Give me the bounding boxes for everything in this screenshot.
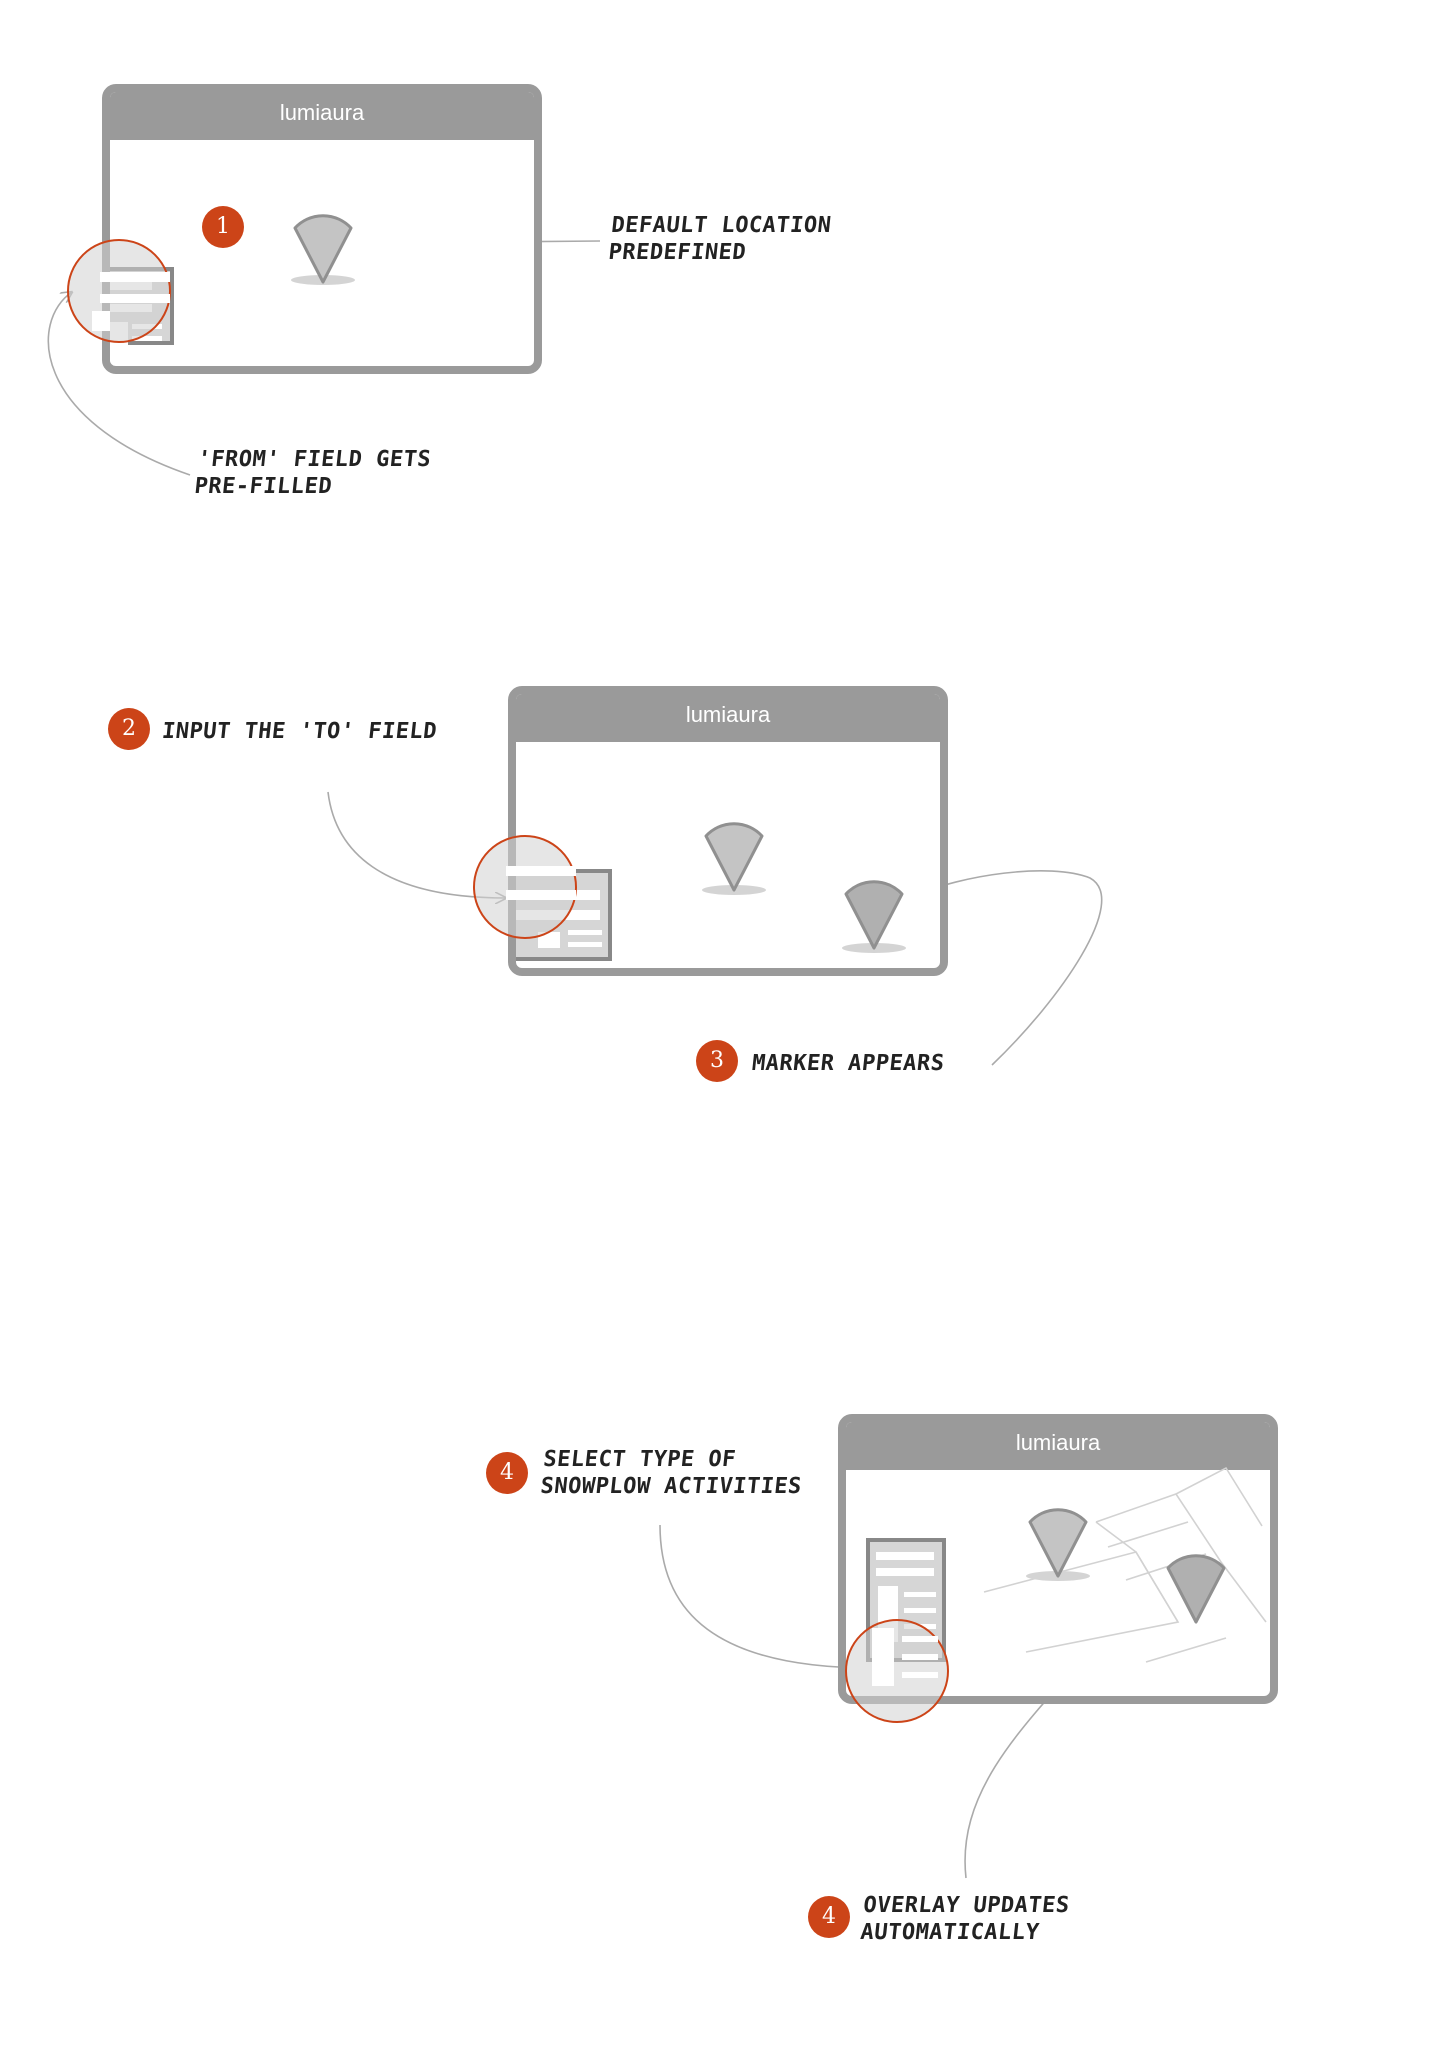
app-window-step-3: lumiaura — [838, 1414, 1278, 1704]
annotation-select-activities: Select type of snowplow activities — [539, 1446, 806, 1500]
map-marker-destination — [1166, 1554, 1226, 1624]
annotation-marker-appears: Marker appears — [750, 1051, 946, 1076]
step-badge-4b: 4 — [808, 1896, 850, 1938]
highlight-circle-from-field — [67, 239, 171, 343]
window-title: lumiaura — [110, 92, 534, 140]
app-window-step-1: lumiaura — [102, 84, 542, 374]
annotation-line: 'From' field gets — [196, 447, 433, 472]
step-badge-3: 3 — [696, 1040, 738, 1082]
annotation-line: snowplow activities — [539, 1474, 804, 1499]
annotation-line: Default location — [610, 213, 833, 238]
annotation-line: pre-filled — [193, 474, 334, 499]
highlight-circle-to-field — [473, 835, 577, 939]
annotation-default-location: Default location predefined — [607, 212, 833, 266]
arrow-select-activities — [659, 1524, 872, 1668]
annotation-line: predefined — [607, 240, 748, 265]
map-marker — [1026, 1508, 1090, 1581]
window-title: lumiaura — [846, 1422, 1270, 1470]
annotation-input-to-field: Input the 'To' field — [160, 719, 439, 744]
map-marker — [291, 214, 355, 285]
annotation-line: Select type of — [542, 1447, 738, 1472]
step-badge-2: 2 — [108, 708, 150, 750]
annotation-line: automatically — [859, 1920, 1041, 1945]
highlight-circle-activity-select — [845, 1619, 949, 1723]
arrow-marker-appears — [915, 870, 1103, 1066]
step-badge-1: 1 — [202, 206, 244, 248]
new-map-marker — [842, 880, 906, 953]
annotation-overlay-updates: Overlay updates automatically — [859, 1892, 1071, 1946]
window-title: lumiaura — [516, 694, 940, 742]
annotation-from-field: 'From' field gets pre-filled — [193, 446, 432, 500]
map-marker — [702, 822, 766, 895]
arrow-from-field — [47, 292, 191, 476]
step-badge-4a: 4 — [486, 1452, 528, 1494]
app-window-step-2: lumiaura — [508, 686, 948, 976]
arrow-to-field — [327, 791, 506, 898]
snowplow-overlay — [983, 1466, 1267, 1663]
annotation-line: Overlay updates — [862, 1893, 1071, 1918]
